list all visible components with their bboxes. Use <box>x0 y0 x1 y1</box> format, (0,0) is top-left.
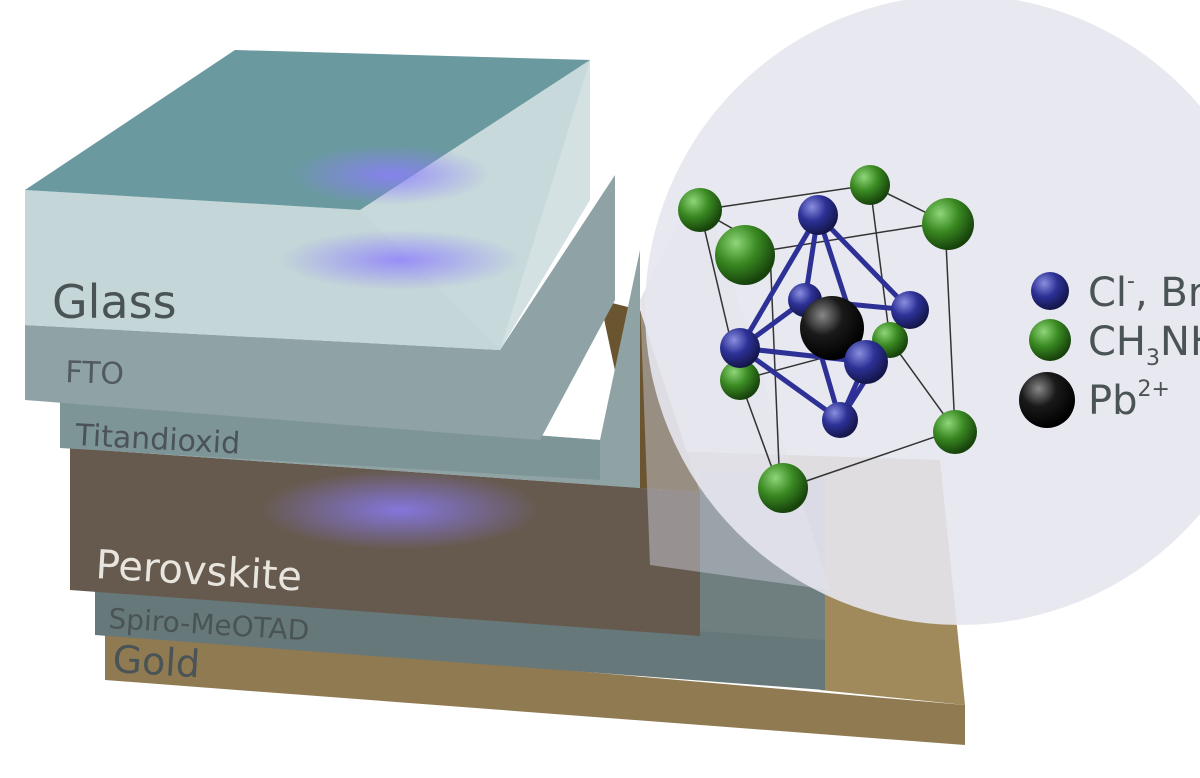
layer-perovskite <box>70 300 700 636</box>
methylammonium-atom <box>933 410 977 454</box>
methylammonium-atom <box>720 360 760 400</box>
lead-legend-icon <box>1019 372 1075 428</box>
halide-legend-label: Cl-, Br <box>1088 269 1200 316</box>
legend: Cl-, Br CH3NH Pb2+ <box>1019 269 1200 428</box>
fto-label: FTO <box>65 355 125 392</box>
halide-atom <box>844 340 888 384</box>
halide-atom <box>798 195 838 235</box>
crystal-structure-callout <box>640 0 1200 625</box>
methylammonium-atom <box>758 463 808 513</box>
methylammonium-atom <box>678 188 722 232</box>
halide-atom <box>891 291 929 329</box>
methylammonium-legend-label: CH3NH <box>1088 319 1200 371</box>
lead-atom <box>800 296 864 360</box>
methylammonium-atom <box>715 225 775 285</box>
halide-legend-icon <box>1031 272 1069 310</box>
methylammonium-legend-icon <box>1029 319 1071 361</box>
layer-fto <box>25 175 615 440</box>
glass-label: Glass <box>52 275 177 329</box>
methylammonium-atom <box>850 165 890 205</box>
methylammonium-atom <box>922 198 974 250</box>
layer-glass <box>25 50 590 350</box>
lead-legend-label: Pb2+ <box>1088 377 1170 424</box>
halide-atom <box>822 402 858 438</box>
layer-titanium-dioxide <box>60 250 640 488</box>
titanium-dioxide-label: Titandioxid <box>74 418 241 462</box>
gold-label: Gold <box>111 637 201 686</box>
halide-atom <box>720 328 760 368</box>
